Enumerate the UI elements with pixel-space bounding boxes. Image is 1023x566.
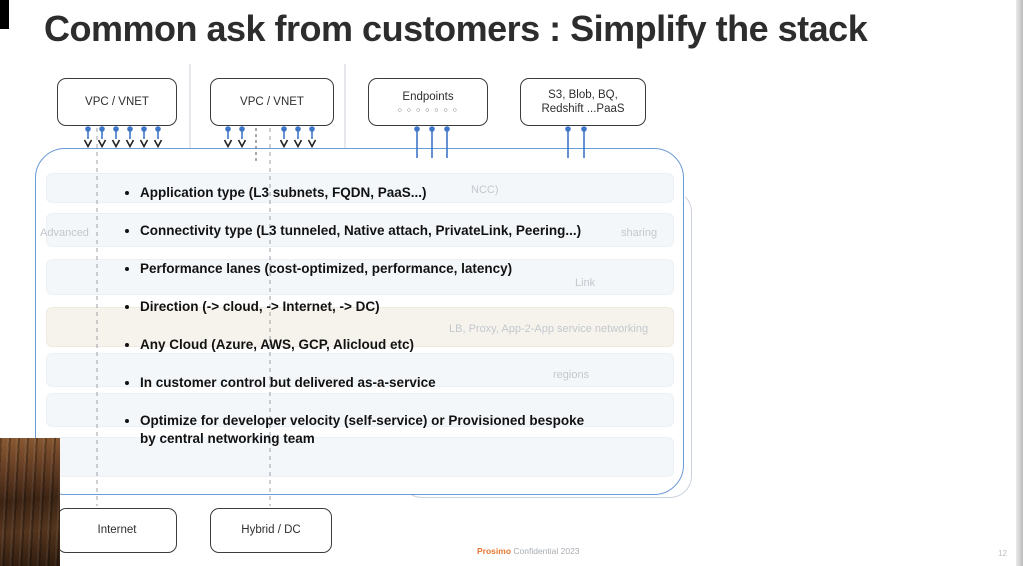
bullet-item: Direction (-> cloud, -> Internet, -> DC) <box>140 298 590 316</box>
ghost-text: NCC) <box>471 184 499 196</box>
ghost-row <box>46 393 674 427</box>
connectors-vpc1 <box>83 126 163 149</box>
bullet-item: Application type (L3 subnets, FQDN, PaaS… <box>140 184 590 202</box>
top-box-label: VPC / VNET <box>85 95 149 108</box>
bullet-item: Performance lanes (cost-optimized, perfo… <box>140 260 590 278</box>
bottom-box-label: Hybrid / DC <box>241 524 301 537</box>
ghost-text: Advanced <box>40 227 89 239</box>
top-box-label: Endpoints <box>402 90 454 103</box>
bottom-box-internet: Internet <box>57 508 177 553</box>
ghost-row <box>46 173 674 203</box>
footer-brand: Prosimo <box>477 546 512 556</box>
bottom-box-label: Internet <box>97 524 137 537</box>
top-box-label: S3, Blob, BQ, Redshift ...PaaS <box>541 88 625 115</box>
footer-confidential: Confidential 2023 <box>511 546 580 556</box>
bottom-box-hybrid-dc: Hybrid / DC <box>210 508 332 553</box>
main-container: NCC) Advanced sharing Link LB, Proxy, Ap… <box>35 148 684 495</box>
page-number: 12 <box>998 549 1007 558</box>
bullet-item: Connectivity type (L3 tunneled, Native a… <box>140 222 590 240</box>
webcam-overlay <box>0 438 60 566</box>
top-box-vpc-vnet-1: VPC / VNET <box>57 78 177 126</box>
ghost-row <box>46 259 674 295</box>
top-box-label: VPC / VNET <box>240 95 304 108</box>
bullet-item: Any Cloud (Azure, AWS, GCP, Alicloud etc… <box>140 336 590 354</box>
bullet-list: Application type (L3 subnets, FQDN, PaaS… <box>122 184 590 468</box>
endpoint-dots-icon: ○ ○ ○ ○ ○ ○ ○ <box>397 107 459 115</box>
footer: Prosimo Confidential 2023 <box>477 546 580 556</box>
bullet-item: Optimize for developer velocity (self-se… <box>140 412 590 448</box>
top-box-paas: S3, Blob, BQ, Redshift ...PaaS <box>520 78 646 126</box>
ghost-row <box>46 437 674 477</box>
top-box-vpc-vnet-2: VPC / VNET <box>210 78 334 126</box>
ghost-row <box>46 213 674 247</box>
bullet-item: In customer control but delivered as-a-s… <box>140 374 590 392</box>
slide-title: Common ask from customers : Simplify the… <box>44 8 868 49</box>
ghost-text: Link <box>575 277 596 289</box>
ghost-text: sharing <box>621 227 658 239</box>
ghost-text: regions <box>553 369 590 381</box>
ghost-row <box>46 353 674 387</box>
ghost-text: LB, Proxy, App-2-App service networking <box>449 323 649 335</box>
right-edge-strip <box>1016 0 1023 566</box>
ghost-diagram-edge <box>400 190 692 498</box>
ghost-row <box>46 307 674 347</box>
top-box-endpoints: Endpoints ○ ○ ○ ○ ○ ○ ○ <box>368 78 488 126</box>
letterbox-notch <box>0 0 9 29</box>
